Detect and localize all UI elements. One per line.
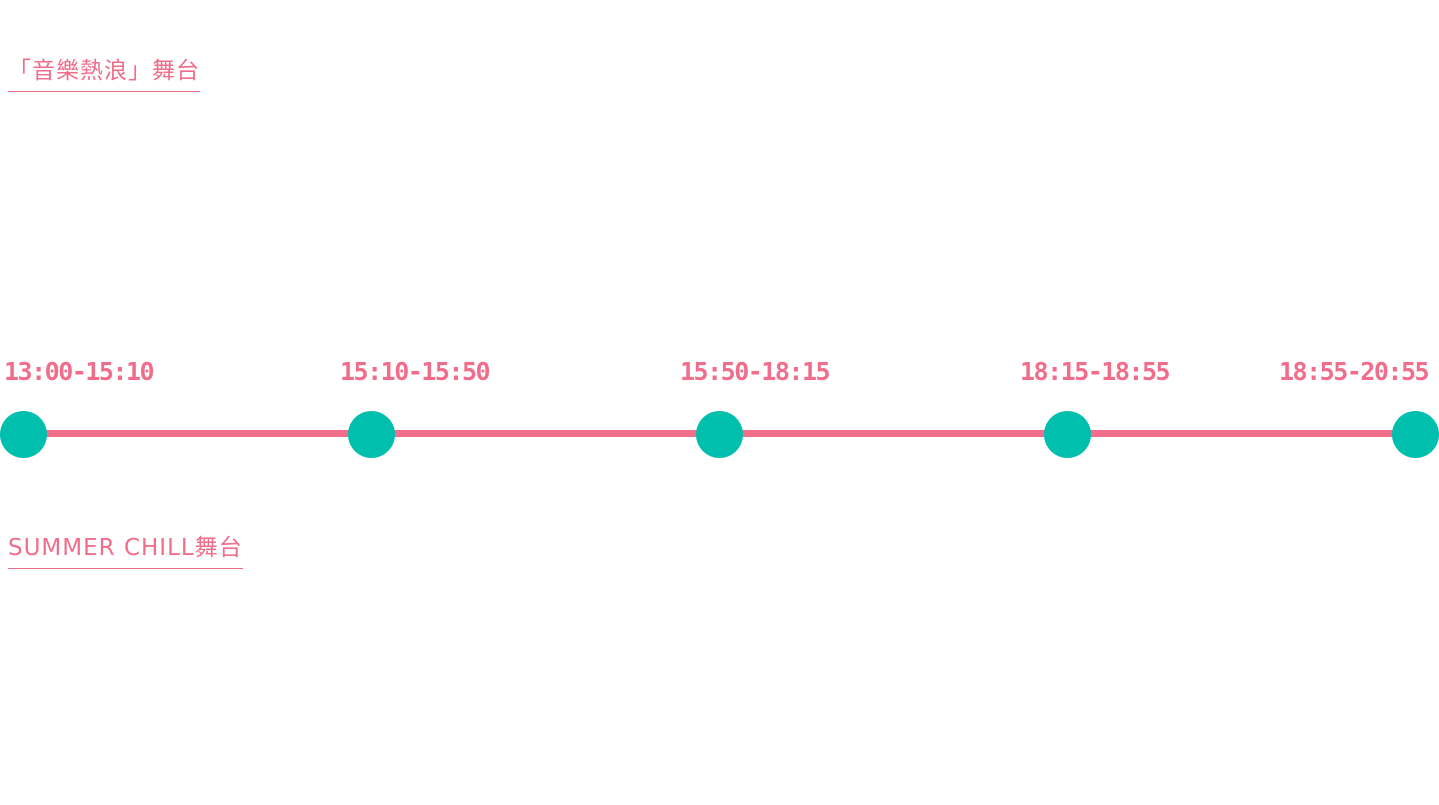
time-slot-label-5: 18:55-20:55 xyxy=(1279,357,1430,386)
time-slot-label-3: 15:50-18:15 xyxy=(680,357,831,386)
timeline-node-2[interactable] xyxy=(348,411,395,458)
timeline-node-3[interactable] xyxy=(696,411,743,458)
timeline-node-1[interactable] xyxy=(0,411,47,458)
timeline-node-4[interactable] xyxy=(1044,411,1091,458)
stage-heading-summer-chill: SUMMER CHILL舞台 xyxy=(8,537,243,569)
stage-heading-music-wave: 「音樂熱浪」舞台 xyxy=(8,60,200,92)
time-slot-label-2: 15:10-15:50 xyxy=(340,357,491,386)
time-slot-label-4: 18:15-18:55 xyxy=(1020,357,1171,386)
timeline-node-5[interactable] xyxy=(1392,411,1439,458)
time-slot-label-1: 13:00-15:10 xyxy=(4,357,155,386)
